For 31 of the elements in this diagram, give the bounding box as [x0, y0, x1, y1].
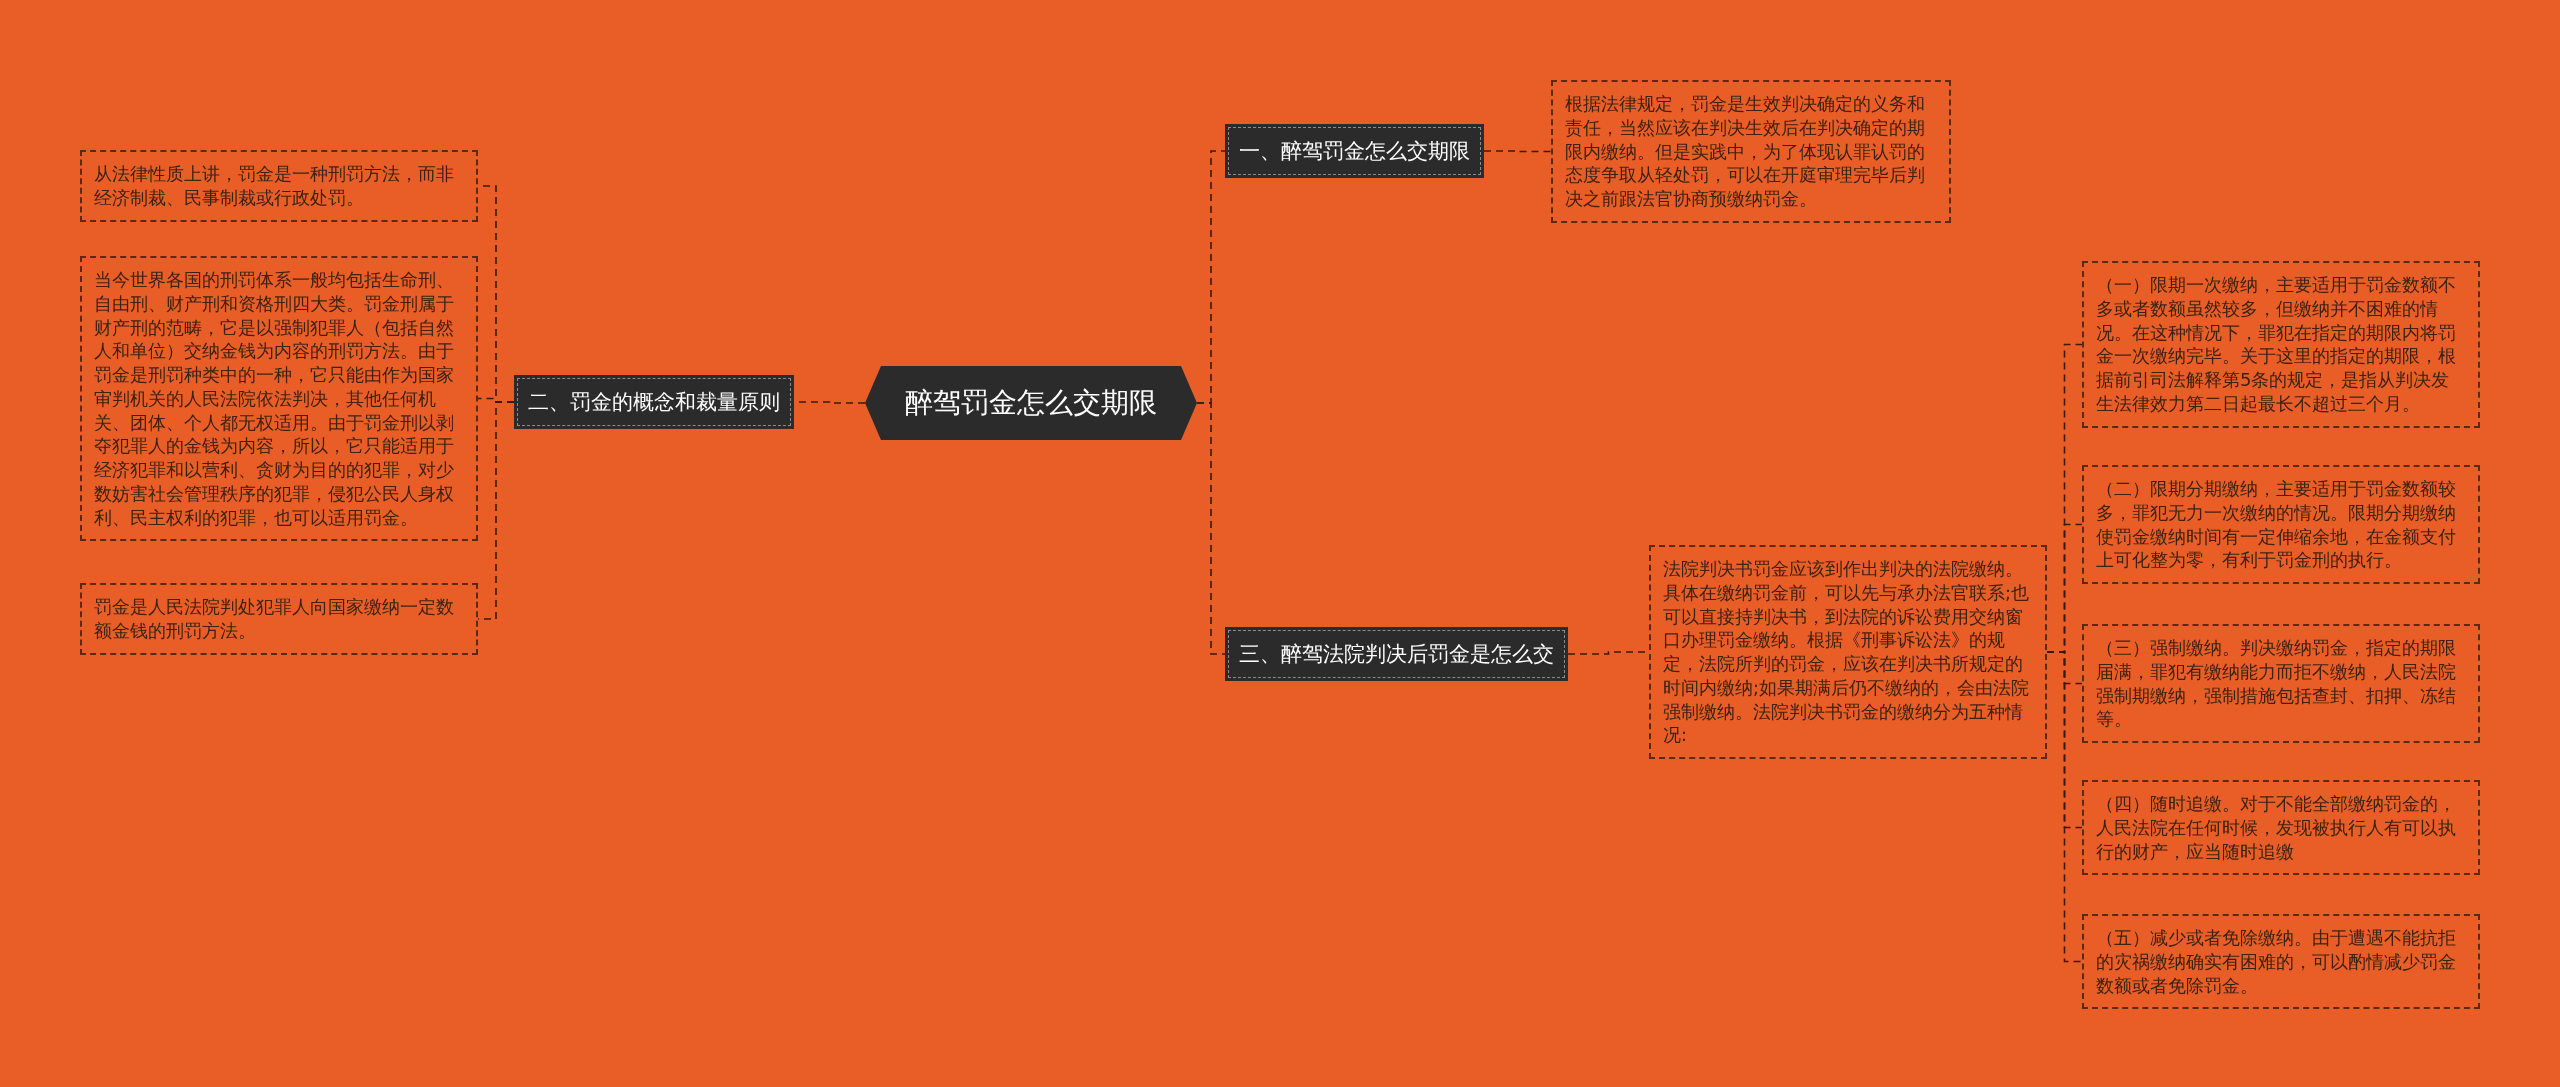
node-text: （二）限期分期缴纳，主要适用于罚金数额较多，罪犯无力一次缴纳的情况。限期分期缴纳使罚金缴纳时间有一定伸缩余地，在金额支付上可化整为零，有利于罚金刑的执行。 — [2096, 477, 2457, 572]
node-text: 罚金是人民法院判处犯罪人向国家缴纳一定数额金钱的刑罚方法。 — [94, 595, 455, 643]
text-box — [2082, 914, 2480, 1010]
text-box — [2082, 261, 2480, 428]
node-text: 从法律性质上讲，罚金是一种刑罚方法，而非经济制裁、民事制裁或行政处罚。 — [94, 162, 455, 210]
text-box — [2082, 780, 2480, 876]
text-box — [2082, 624, 2480, 743]
node-text: 当今世界各国的刑罚体系一般均包括生命刑、自由刑、财产刑和资格刑四大类。罚金刑属于财产刑的范畴，它是以强制犯罪人（包括自然人和单位）交纳金钱为内容的刑罚方法。由于罚金是刑罚种类中的一种，它只能由作为国家审判机关的人民法院依法判决，其他任何机关、团体、个人都无权适用。由于罚金刑以剥夺犯罪人的金钱为内容，所以，它只能适用于经济犯罪和以营利、贪财为目的的犯罪，对少数妨害社会管理秩序的犯罪，侵犯公民人身权利、民主权利的犯罪，也可以适用罚金。 — [94, 268, 455, 530]
connector — [477, 401, 515, 620]
topic-box — [1225, 627, 1568, 681]
node-text: 根据法律规定，罚金是生效判决确定的义务和责任，当然应该在判决生效后在判决确定的期限内缴纳。但是实践中，为了体现认罪认罚的态度争取从轻处罚，可以在开庭审理完毕后判决之前跟法官协商预缴纳罚金。 — [1565, 92, 1926, 211]
node-text: 法院判决书罚金应该到作出判决的法院缴纳。具体在缴纳罚金前，可以先与承办法官联系;也可以直接持判决书，到法院的诉讼费用交纳窗口办理罚金缴纳。根据《刑事诉讼法》的规定，法院所判的罚金，应该在判决书所规定的时间内缴纳;如果期满后仍不缴纳的，会由法院强制缴纳。法院判决书罚金的缴纳分为五种情况: — [1663, 557, 2031, 747]
connector — [1196, 402, 1226, 655]
topic-box — [1225, 124, 1484, 178]
text-box — [1551, 80, 1951, 223]
connector — [2046, 651, 2083, 963]
node-text: （一）限期一次缴纳，主要适用于罚金数额不多或者数额虽然较多，但缴纳并不困难的情况。在这种情况下，罪犯在指定的期限内将罚金一次缴纳完毕。关于这里的指定的期限，根据前引司法解释第5条的规定，是指从判决发生法律效力第二日起最长不超过三个月。 — [2096, 273, 2457, 416]
text-box — [80, 256, 478, 542]
node-text: （三）强制缴纳。判决缴纳罚金，指定的期限届满，罪犯有缴纳能力而拒不缴纳，人民法院强制期缴纳，强制措施包括查封、扣押、冻结等。 — [2096, 636, 2457, 731]
text-box — [80, 150, 478, 222]
text-box — [2082, 465, 2480, 584]
connector — [1483, 150, 1552, 153]
node-text: 醉驾罚金怎么交期限 — [905, 385, 1157, 421]
topic-box — [514, 375, 794, 429]
node-text: 三、醉驾法院判决后罚金是怎么交 — [1239, 641, 1554, 668]
node-text: （四）随时追缴。对于不能全部缴纳罚金的，人民法院在任何时候，发现被执行人有可以执行的财产，应当随时追缴 — [2096, 792, 2457, 864]
text-box — [1649, 545, 2047, 759]
node-text: 一、醉驾罚金怎么交期限 — [1239, 138, 1470, 165]
node-text: 二、罚金的概念和裁量原则 — [528, 389, 780, 416]
node-text: （五）减少或者免除缴纳。由于遭遇不能抗拒的灾祸缴纳确实有困难的，可以酌情减少罚金数额或者免除罚金。 — [2096, 926, 2457, 998]
text-box — [80, 583, 478, 655]
